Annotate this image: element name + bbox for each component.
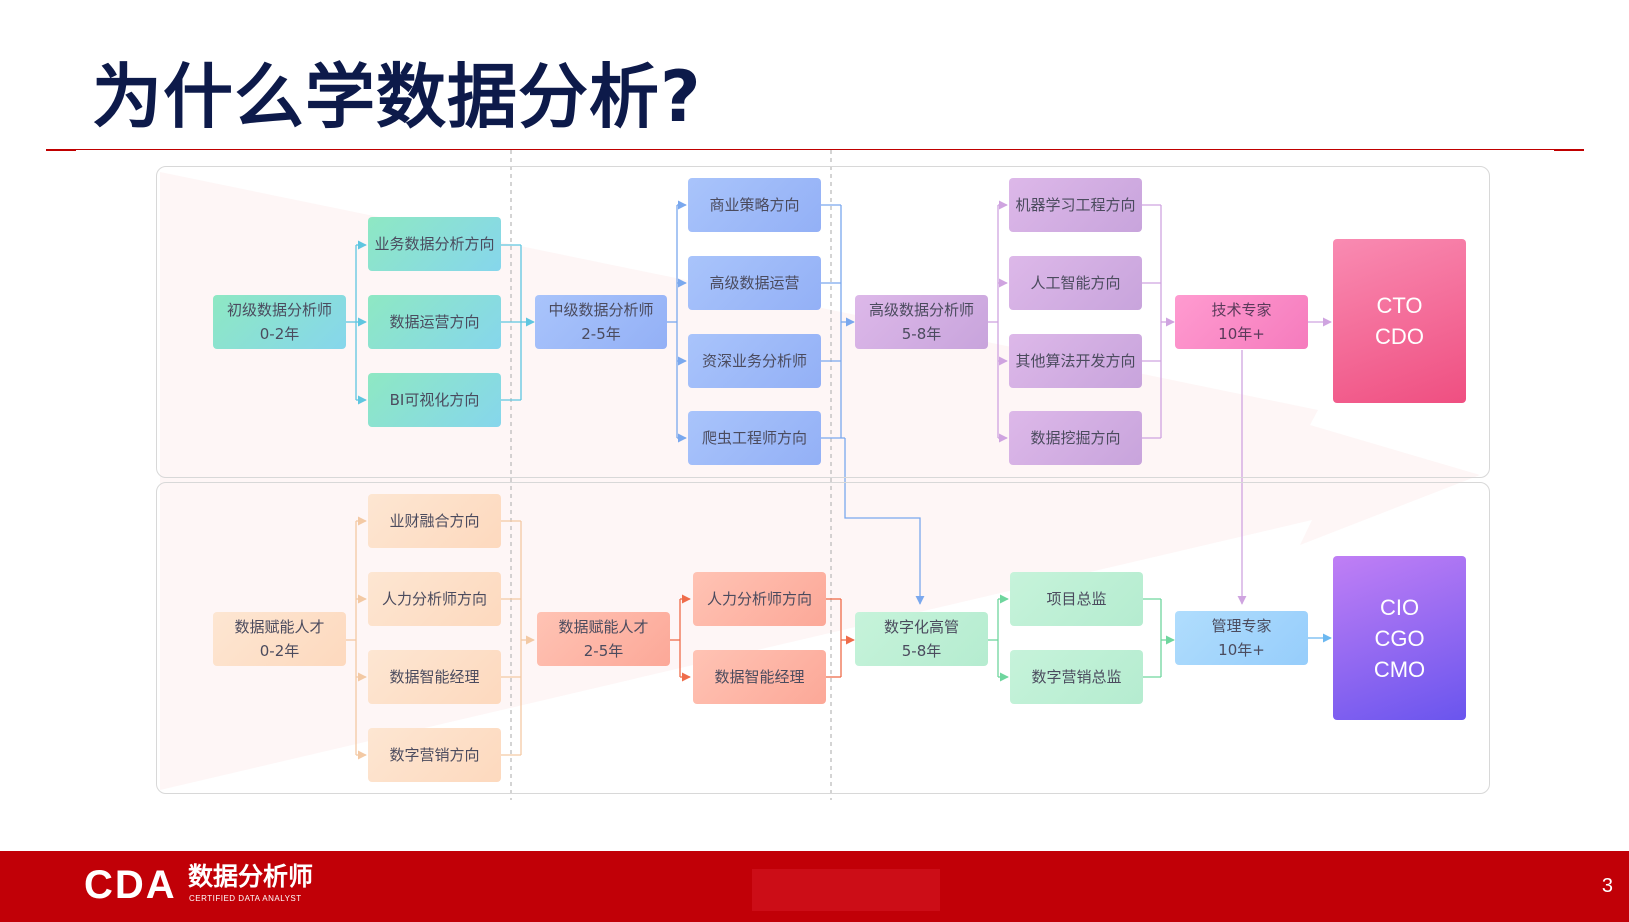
- node-label: 数据运营方向: [389, 313, 480, 331]
- node-marketing-director: 数字营销总监: [1010, 650, 1143, 704]
- node-digital-marketing: 数字营销方向: [368, 728, 501, 782]
- node-label: 人力分析师方向: [381, 590, 487, 608]
- node-label: 技术专家: [1211, 301, 1272, 319]
- node-label: 业财融合方向: [389, 512, 480, 530]
- node-years: 5-8年: [901, 642, 942, 660]
- panel-enable-track: [156, 482, 1490, 794]
- node-management-expert: 管理专家 10年+: [1175, 611, 1308, 665]
- node-years: 2-5年: [583, 642, 624, 660]
- node-senior-ops: 高级数据运营: [688, 256, 821, 310]
- node-hr-analyst-a: 人力分析师方向: [368, 572, 501, 626]
- node-label: 数字化高管: [883, 618, 959, 636]
- node-years: 10年+: [1218, 641, 1265, 659]
- footer-center-block: [752, 869, 940, 911]
- title-divider-left-cap: [46, 149, 76, 151]
- outcome-title: CDO: [1375, 324, 1424, 349]
- page-title: 为什么学数据分析?: [92, 56, 702, 138]
- node-label: 数字营销总监: [1031, 668, 1122, 686]
- title-divider-right-cap: [1554, 149, 1584, 151]
- node-smart-manager-a: 数据智能经理: [368, 650, 501, 704]
- node-mid-analyst: 中级数据分析师 2-5年: [535, 295, 667, 349]
- node-biz-analysis: 业务数据分析方向: [368, 217, 501, 271]
- node-label: 管理专家: [1211, 617, 1272, 635]
- node-senior-analyst: 高级数据分析师 5-8年: [855, 295, 988, 349]
- node-label: 数据挖掘方向: [1030, 429, 1121, 447]
- node-bi-viz: BI可视化方向: [368, 373, 501, 427]
- title-divider: [46, 149, 1584, 150]
- node-ml-engineering: 机器学习工程方向: [1009, 178, 1142, 232]
- node-label: 高级数据分析师: [868, 301, 974, 319]
- node-label: 项目总监: [1046, 590, 1107, 608]
- node-enable-mid: 数据赋能人才 2-5年: [537, 612, 670, 666]
- node-label: 高级数据运营: [709, 274, 800, 292]
- node-tech-expert: 技术专家 10年+: [1175, 295, 1308, 349]
- logo-chinese-text: 数据分析师: [188, 862, 314, 891]
- node-finance-integration: 业财融合方向: [368, 494, 501, 548]
- node-label: 机器学习工程方向: [1015, 196, 1136, 214]
- node-label: 商业策略方向: [709, 196, 800, 214]
- cda-logo: CDA: [84, 863, 177, 907]
- page-number: 3: [1601, 875, 1613, 897]
- outcome-cto-cdo: CTO CDO: [1333, 239, 1466, 403]
- node-label: 数字营销方向: [389, 746, 480, 764]
- node-label: 资深业务分析师: [701, 352, 807, 370]
- node-years: 2-5年: [581, 325, 621, 343]
- node-ai: 人工智能方向: [1009, 256, 1142, 310]
- outcome-title: CIO: [1379, 594, 1420, 620]
- outcome-cio-cgo-cmo: CIO CGO CMO: [1333, 556, 1466, 720]
- node-crawler-engineer: 爬虫工程师方向: [688, 411, 821, 465]
- node-digital-executive: 数字化高管 5-8年: [855, 612, 988, 666]
- node-years: 5-8年: [901, 325, 942, 343]
- node-project-director: 项目总监: [1010, 572, 1143, 626]
- node-years: 0-2年: [259, 325, 300, 343]
- panel-tech-track: [156, 166, 1490, 478]
- node-label: 数据赋能人才: [234, 618, 325, 636]
- node-senior-biz-analyst: 资深业务分析师: [688, 334, 821, 388]
- node-label: 爬虫工程师方向: [701, 429, 807, 447]
- node-data-ops: 数据运营方向: [368, 295, 501, 349]
- node-hr-analyst-b: 人力分析师方向: [693, 572, 826, 626]
- node-label: 初级数据分析师: [226, 301, 332, 319]
- node-label: 业务数据分析方向: [374, 235, 495, 253]
- outcome-title: CGO: [1374, 625, 1425, 651]
- node-label: BI可视化方向: [389, 391, 480, 409]
- node-label: 数据赋能人才: [558, 618, 649, 636]
- outcome-title: CMO: [1373, 656, 1426, 682]
- node-biz-strategy: 商业策略方向: [688, 178, 821, 232]
- footer-bar: CDA 数据分析师 CERTIFIED DATA ANALYST 3: [0, 851, 1629, 922]
- node-years: 0-2年: [259, 642, 300, 660]
- node-label: 数据智能经理: [389, 668, 480, 686]
- node-years: 10年+: [1218, 325, 1265, 343]
- node-enable-junior: 数据赋能人才 0-2年: [213, 612, 346, 666]
- node-data-mining: 数据挖掘方向: [1009, 411, 1142, 465]
- node-label: 人工智能方向: [1030, 274, 1121, 292]
- node-label: 数据智能经理: [714, 668, 805, 686]
- node-label: 中级数据分析师: [548, 301, 654, 319]
- node-label: 人力分析师方向: [706, 590, 812, 608]
- node-label: 其他算法开发方向: [1015, 352, 1136, 370]
- node-algo-dev: 其他算法开发方向: [1009, 334, 1142, 388]
- logo-english-text: CERTIFIED DATA ANALYST: [189, 894, 302, 903]
- node-junior-analyst: 初级数据分析师 0-2年: [213, 295, 346, 349]
- node-smart-manager-b: 数据智能经理: [693, 650, 826, 704]
- outcome-title: CTO: [1376, 293, 1423, 318]
